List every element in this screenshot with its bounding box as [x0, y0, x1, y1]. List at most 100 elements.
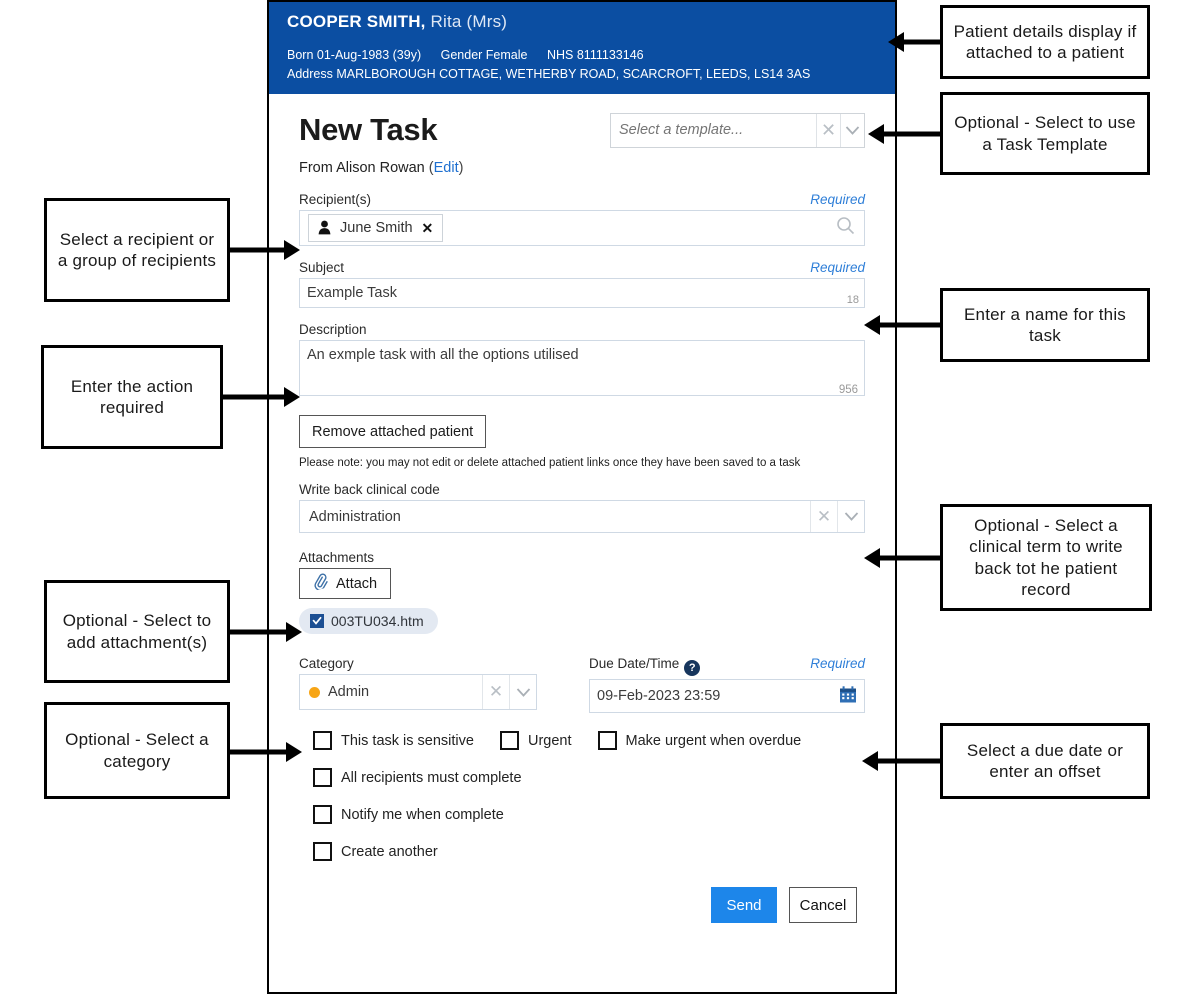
search-icon[interactable]: [836, 216, 855, 240]
attach-button[interactable]: Attach: [299, 568, 392, 599]
title-row: New Task ✕: [299, 112, 865, 148]
checkbox-sensitive[interactable]: [313, 731, 332, 750]
born-value: 01-Aug-1983 (39y): [316, 48, 422, 62]
subject-label: Subject: [299, 260, 345, 275]
cancel-button[interactable]: Cancel: [789, 887, 857, 923]
annotation-category: Optional - Select a category: [44, 702, 230, 799]
checkbox-notify-complete-label: Notify me when complete: [341, 806, 504, 823]
clinical-code-label: Write back clinical code: [299, 482, 440, 497]
person-glyph: [318, 220, 331, 234]
edit-sender-link[interactable]: Edit: [433, 160, 459, 176]
template-chevron-down-icon[interactable]: [840, 113, 864, 147]
category-clear-icon[interactable]: ✕: [482, 675, 509, 709]
checkbox-urgent-when-overdue-label: Make urgent when overdue: [625, 732, 802, 749]
category-color-dot: [309, 686, 320, 698]
category-value: Admin: [328, 684, 370, 700]
subject-char-counter: 18: [846, 294, 859, 306]
checkbox-all-recipients-complete-label: All recipients must complete: [341, 769, 522, 786]
chevron-down-glyph: [844, 512, 858, 521]
checkbox-create-another[interactable]: [313, 842, 332, 861]
annotation-patient-details: Patient details display if attached to a…: [940, 5, 1150, 79]
checkbox-row-1: This task is sensitive Urgent Make urgen…: [313, 731, 865, 750]
recipients-label-row: Recipient(s) Required: [299, 192, 865, 207]
recipients-label: Recipient(s): [299, 192, 372, 207]
due-date-input[interactable]: [589, 679, 865, 713]
gender-label: Gender: [440, 48, 483, 62]
template-clear-icon[interactable]: ✕: [816, 113, 840, 147]
attachment-chip[interactable]: 003TU034.htm: [299, 608, 438, 634]
description-label: Description: [299, 322, 367, 337]
checkbox-urgent-when-overdue[interactable]: [597, 731, 617, 750]
checkbox-row-3: Notify me when complete: [313, 805, 865, 824]
clinical-code-chevron-down-icon[interactable]: [837, 501, 864, 532]
subject-field-wrap: 18: [299, 278, 865, 308]
annotation-task-name: Enter a name for this task: [940, 288, 1150, 362]
clinical-code-value[interactable]: Administration: [309, 508, 401, 525]
clinical-code-clear-icon[interactable]: ✕: [810, 501, 837, 532]
clinical-code-select[interactable]: Administration ✕: [299, 500, 865, 533]
attached-patient-note: Please note: you may not edit or delete …: [299, 457, 801, 469]
annotation-recipient: Select a recipient or a group of recipie…: [44, 198, 230, 302]
description-label-row: Description: [299, 322, 865, 337]
subject-input[interactable]: [299, 278, 865, 308]
checkbox-notify-complete[interactable]: [313, 805, 332, 824]
from-user-name: Alison Rowan: [336, 160, 425, 176]
patient-surname: COOPER SMITH,: [287, 12, 426, 31]
subject-required-badge: Required: [810, 260, 865, 275]
recipients-input[interactable]: June Smith ✕: [299, 210, 865, 246]
calendar-icon[interactable]: [839, 686, 857, 707]
attachment-list: 003TU034.htm: [299, 599, 865, 634]
checkbox-all-recipients-complete[interactable]: [313, 768, 332, 787]
annotation-action-required: Enter the action required: [41, 345, 223, 449]
recipient-chip-remove-icon[interactable]: ✕: [421, 219, 434, 236]
search-glyph: [837, 217, 855, 235]
page-title: New Task: [299, 112, 438, 147]
checkbox-row-2: All recipients must complete: [313, 768, 865, 787]
paperclip-glyph: [314, 573, 328, 591]
due-label-wrap: Due Date/Time?: [589, 656, 701, 676]
born-label: Born: [287, 48, 314, 62]
patient-meta-line1: Born 01-Aug-1983 (39y) Gender Female NHS…: [287, 46, 877, 64]
chevron-down-glyph: [516, 687, 530, 697]
person-icon: [318, 220, 331, 237]
attach-button-label: Attach: [336, 575, 378, 592]
checkbox-urgent-label: Urgent: [527, 732, 572, 749]
options-group: This task is sensitive Urgent Make urgen…: [299, 731, 865, 861]
annotation-attachments: Optional - Select to add attachment(s): [44, 580, 230, 683]
description-textarea[interactable]: An exmple task with all the options util…: [299, 340, 865, 396]
category-select[interactable]: Admin ✕: [299, 674, 537, 710]
template-input[interactable]: [611, 113, 816, 147]
address-label: Address: [287, 67, 333, 82]
nhs-label: NHS: [546, 48, 574, 62]
recipient-chip-label: June Smith: [340, 220, 413, 236]
subject-label-row: Subject Required: [299, 260, 865, 275]
from-label: From: [299, 160, 333, 176]
remove-patient-row: Remove attached patient: [299, 415, 865, 448]
from-open-paren: (: [428, 160, 434, 176]
checkbox-urgent[interactable]: [499, 731, 519, 750]
address-value: MARLBOROUGH COTTAGE, WETHERBY ROAD, SCAR…: [336, 67, 811, 82]
nhs-value: 8111133146: [576, 48, 644, 62]
form-actions: Send Cancel: [299, 887, 865, 923]
annotation-task-template: Optional - Select to use a Task Template: [940, 92, 1150, 175]
due-required-badge: Required: [810, 656, 865, 671]
category-label: Category: [299, 656, 354, 671]
description-field-wrap: An exmple task with all the options util…: [299, 340, 865, 401]
remove-attached-patient-button[interactable]: Remove attached patient: [299, 415, 487, 448]
new-task-panel: COOPER SMITH, Rita (Mrs) Born 01-Aug-198…: [267, 0, 897, 994]
help-icon[interactable]: ?: [684, 660, 701, 676]
send-button[interactable]: Send: [711, 887, 777, 923]
recipient-chip[interactable]: June Smith ✕: [308, 214, 444, 242]
checkbox-create-another-label: Create another: [341, 843, 438, 860]
category-label-row: Category: [299, 656, 537, 671]
attachments-label: Attachments: [299, 550, 375, 565]
patient-name: COOPER SMITH, Rita (Mrs): [287, 12, 877, 32]
paperclip-icon: [311, 572, 330, 594]
category-chevron-down-icon[interactable]: [509, 675, 536, 709]
from-line: From Alison Rowan (Edit): [299, 160, 865, 176]
patient-meta-line2: Address MARLBOROUGH COTTAGE, WETHERBY RO…: [287, 65, 877, 83]
check-glyph: [312, 616, 322, 625]
template-select[interactable]: ✕: [610, 112, 865, 148]
category-value-wrap[interactable]: Admin: [300, 675, 482, 709]
description-char-counter: 956: [838, 384, 858, 396]
